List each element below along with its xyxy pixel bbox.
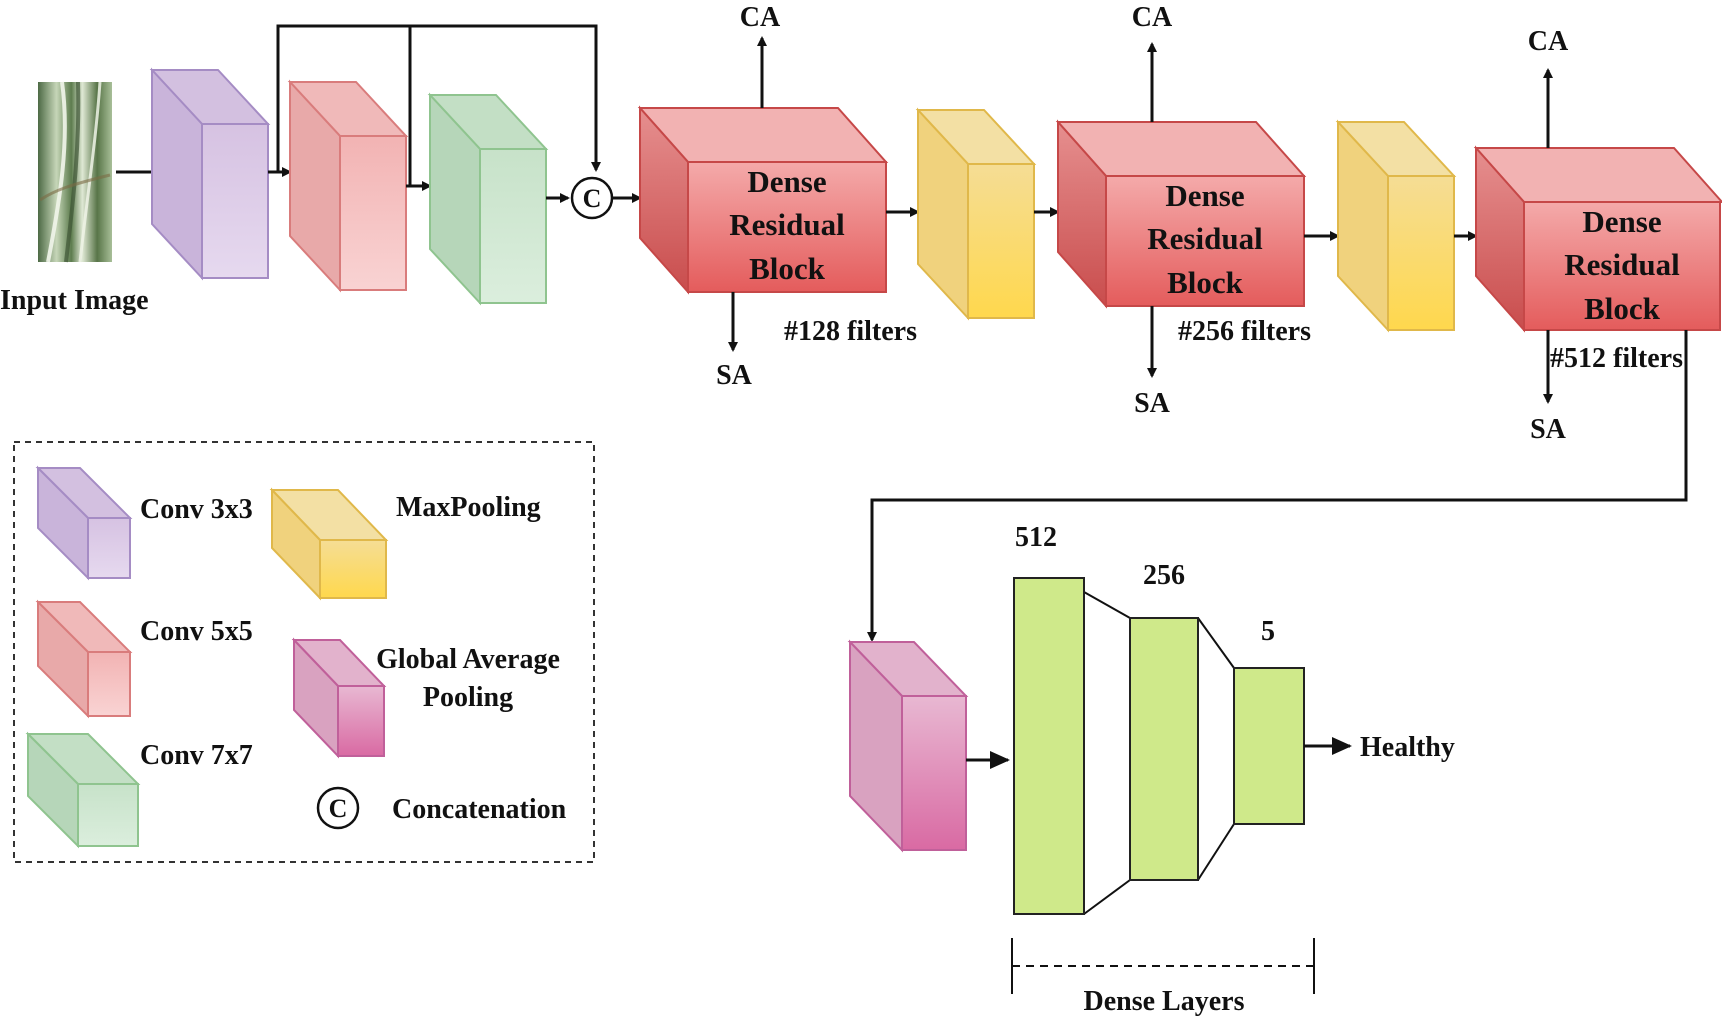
legend-label-concatenation: Concatenation (392, 794, 567, 825)
dense-residual-block-3 (1473, 145, 1722, 333)
drb2-filters: #256 filters (1178, 316, 1311, 347)
sa-label-1: SA (716, 360, 753, 391)
legend-swatch-conv5x5 (35, 599, 133, 719)
legend: Conv 3x3 Conv 5x5 Conv 7x7 MaxPooling Gl… (13, 441, 595, 863)
maxpool-block-2 (1335, 119, 1457, 333)
input-image-label: Input Image (0, 285, 149, 316)
dense-units-256: 256 (1143, 560, 1185, 591)
drb2-line3: Block (1167, 265, 1244, 300)
legend-label-maxpooling: MaxPooling (396, 492, 541, 523)
concat-node: C (570, 176, 614, 220)
drb2-line1: Dense (1165, 178, 1244, 213)
drb2-line2: Residual (1147, 221, 1263, 256)
conv3x3-block (149, 67, 271, 281)
dense-layers-caption: Dense Layers (1084, 986, 1245, 1017)
legend-label-conv5x5: Conv 5x5 (140, 616, 253, 647)
legend-swatch-conv7x7 (25, 731, 141, 849)
ca-label-1: CA (740, 2, 781, 33)
legend-swatch-maxpooling (269, 487, 389, 601)
dense-layer-512 (1013, 577, 1085, 915)
conv7x7-block (427, 92, 549, 306)
gap-block (847, 639, 969, 853)
drb3-line1: Dense (1582, 204, 1661, 239)
dense-residual-block-1 (637, 105, 889, 295)
svg-text:C: C (329, 794, 348, 823)
dense-units-5: 5 (1261, 616, 1275, 647)
output-label: Healthy (1360, 732, 1455, 763)
legend-label-gap-line2: Pooling (423, 682, 513, 713)
drb1-filters: #128 filters (784, 316, 917, 347)
legend-concat-icon: C (316, 786, 360, 830)
ca-label-3: CA (1528, 26, 1569, 57)
legend-swatch-gap (291, 637, 387, 759)
drb1-line1: Dense (747, 164, 826, 199)
drb3-filters: #512 filters (1550, 343, 1683, 374)
ca-label-2: CA (1132, 2, 1173, 33)
legend-swatch-conv3x3 (35, 465, 133, 581)
legend-label-conv7x7: Conv 7x7 (140, 740, 253, 771)
dense-layers-bracket (1011, 938, 1315, 994)
maxpool-block-1 (915, 107, 1037, 321)
dense-units-512: 512 (1015, 522, 1057, 553)
arrow-drb3-gap (867, 330, 1688, 642)
drb1-line2: Residual (729, 207, 845, 242)
dense-layer-5 (1233, 667, 1305, 825)
drb3-line2: Residual (1564, 247, 1680, 282)
drb1-line3: Block (749, 251, 826, 286)
sa-label-3: SA (1530, 414, 1567, 445)
legend-label-gap-line1: Global Average (376, 644, 560, 675)
dense-layer-256 (1129, 617, 1199, 881)
skip-connections (276, 24, 601, 186)
concat-symbol: C (583, 184, 602, 213)
legend-label-conv3x3: Conv 3x3 (140, 494, 253, 525)
conv5x5-block (287, 79, 409, 293)
drb3-line3: Block (1584, 291, 1661, 326)
dense-layers (1013, 577, 1305, 915)
sa-label-2: SA (1134, 388, 1171, 419)
input-image (38, 81, 112, 263)
dense-residual-block-2 (1055, 119, 1307, 309)
